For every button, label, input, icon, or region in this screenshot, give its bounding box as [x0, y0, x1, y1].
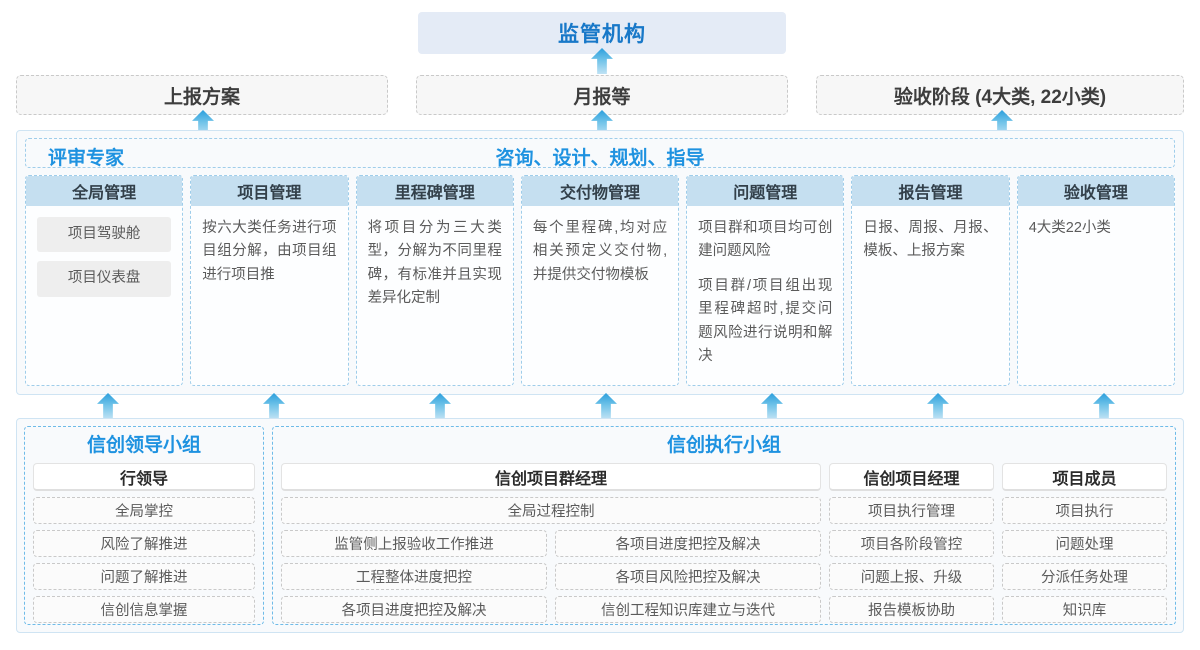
- output-box-monthly-report: 月报等: [416, 75, 788, 115]
- column-head-0: 全局管理: [26, 176, 183, 206]
- subcol-project-manager: 信创项目经理 项目执行管理 项目各阶段管控 问题上报、升级 报告模板协助: [829, 463, 994, 623]
- column-milestone-management[interactable]: 里程碑管理 将项目分为三大类型，分解为不同里程碑，有标准并且实现差异化定制: [355, 175, 514, 386]
- item-pm-wide[interactable]: 全局过程控制: [281, 497, 821, 524]
- item-mgr-0[interactable]: 项目执行管理: [829, 497, 994, 524]
- item-lead-2[interactable]: 问题了解推进: [33, 563, 255, 590]
- item-lead-1[interactable]: 风险了解推进: [33, 530, 255, 557]
- arrow-up-icon-col-4: [761, 393, 783, 419]
- middle-roles-bar: 评审专家 咨询、设计、规划、指导: [25, 138, 1175, 169]
- item-pm-right-0[interactable]: 各项目进度把控及解决: [555, 530, 821, 557]
- column-text-3-0: 每个里程碑,均对应相关预定义交付物,并提供交付物模板: [532, 220, 668, 283]
- group-title-leadership: 信创领导小组: [86, 435, 201, 456]
- column-body-3: 每个里程碑,均对应相关预定义交付物,并提供交付物模板: [522, 206, 678, 385]
- middle-panel: 评审专家 咨询、设计、规划、指导 全局管理 项目驾驶舱 项目仪表盘 项目管理 按…: [16, 130, 1184, 395]
- column-text-4-1: 项目群/项目组出现里程碑超时,提交问题风险进行说明和解决: [698, 277, 833, 365]
- subcol-program-manager: 信创项目群经理 全局过程控制 监管侧上报验收工作推进 工程整体进度把控 各项目进…: [281, 463, 821, 623]
- management-columns: 全局管理 项目驾驶舱 项目仪表盘 项目管理 按六大类任务进行项目组分解，由项目组…: [25, 175, 1175, 386]
- program-manager-split: 监管侧上报验收工作推进 工程整体进度把控 各项目进度把控及解决 各项目进度把控及…: [281, 530, 821, 623]
- column-body-6: 4大类22小类: [1018, 206, 1174, 385]
- item-pm-left-0[interactable]: 监管侧上报验收工作推进: [281, 530, 547, 557]
- column-deliverable-management[interactable]: 交付物管理 每个里程碑,均对应相关预定义交付物,并提供交付物模板: [520, 175, 680, 386]
- role-review-expert: 评审专家: [48, 148, 125, 169]
- item-mgr-3[interactable]: 报告模板协助: [829, 596, 994, 623]
- arrow-up-icon-col-2: [429, 393, 451, 419]
- arrow-up-icon-col-3: [595, 393, 617, 419]
- column-text-4-0: 项目群和项目均可创建问题风险: [698, 220, 833, 260]
- item-mgr-1[interactable]: 项目各阶段管控: [829, 530, 994, 557]
- column-body-2: 将项目分为三大类型，分解为不同里程碑，有标准并且实现差异化定制: [357, 206, 513, 385]
- column-head-3: 交付物管理: [521, 176, 679, 206]
- item-mgr-2[interactable]: 问题上报、升级: [829, 563, 994, 590]
- column-text-5-0: 日报、周报、月报、模板、上报方案: [863, 220, 998, 260]
- column-head-5: 报告管理: [852, 176, 1009, 206]
- column-head-1: 项目管理: [191, 176, 348, 206]
- subcol-bank-leader: 行领导 全局掌控 风险了解推进 问题了解推进 信创信息掌握: [33, 463, 255, 623]
- arrow-up-icon-col-6: [1093, 393, 1115, 419]
- regulator-title-box: 监管机构: [418, 12, 786, 54]
- regulator-title-text: 监管机构: [558, 23, 646, 46]
- column-body-1: 按六大类任务进行项目组分解，由项目组进行项目推: [191, 206, 347, 385]
- column-head-4: 问题管理: [687, 176, 844, 206]
- item-lead-0[interactable]: 全局掌控: [33, 497, 255, 524]
- subcol-project-member: 项目成员 项目执行 问题处理 分派任务处理 知识库: [1002, 463, 1167, 623]
- output-label-2: 验收阶段 (4大类, 22小类): [893, 86, 1107, 108]
- column-head-2: 里程碑管理: [356, 176, 513, 206]
- arrow-up-icon-col-5: [927, 393, 949, 419]
- bottom-panel: 信创领导小组 行领导 全局掌控 风险了解推进 问题了解推进 信创信息掌握 信创执…: [16, 418, 1184, 633]
- group-leadership[interactable]: 信创领导小组 行领导 全局掌控 风险了解推进 问题了解推进 信创信息掌握: [24, 426, 264, 625]
- item-pm-right-2[interactable]: 信创工程知识库建立与迭代: [555, 596, 821, 623]
- subhead-program-manager: 信创项目群经理: [281, 463, 821, 491]
- role-consulting-design: 咨询、设计、规划、指导: [495, 148, 705, 169]
- item-pm-left-2[interactable]: 各项目进度把控及解决: [281, 596, 547, 623]
- subhead-project-member: 项目成员: [1002, 463, 1167, 491]
- pill-project-dashboard[interactable]: 项目仪表盘: [37, 261, 172, 297]
- column-issue-management[interactable]: 问题管理 项目群和项目均可创建问题风险 项目群/项目组出现里程碑超时,提交问题风…: [686, 175, 845, 386]
- subhead-bank-leader: 行领导: [33, 463, 255, 491]
- output-label-0: 上报方案: [163, 86, 240, 108]
- column-global-management[interactable]: 全局管理 项目驾驶舱 项目仪表盘: [25, 175, 184, 386]
- column-head-6: 验收管理: [1017, 176, 1174, 206]
- arrow-up-icon-col-1: [263, 393, 285, 419]
- item-pm-left-1[interactable]: 工程整体进度把控: [281, 563, 547, 590]
- arrow-up-icon-col-0: [97, 393, 119, 419]
- column-text-1-0: 按六大类任务进行项目组分解，由项目组进行项目推: [202, 220, 337, 283]
- item-mem-2[interactable]: 分派任务处理: [1002, 563, 1167, 590]
- column-body-5: 日报、周报、月报、模板、上报方案: [852, 206, 1008, 385]
- item-lead-3[interactable]: 信创信息掌握: [33, 596, 255, 623]
- output-box-report-plan: 上报方案: [16, 75, 388, 115]
- item-mem-1[interactable]: 问题处理: [1002, 530, 1167, 557]
- pm-right-items: 各项目进度把控及解决 各项目风险把控及解决 信创工程知识库建立与迭代: [555, 530, 821, 623]
- group-title-execution: 信创执行小组: [666, 435, 781, 456]
- execution-subcolumns: 信创项目群经理 全局过程控制 监管侧上报验收工作推进 工程整体进度把控 各项目进…: [281, 463, 1167, 623]
- column-acceptance-management[interactable]: 验收管理 4大类22小类: [1016, 175, 1175, 386]
- item-mem-3[interactable]: 知识库: [1002, 596, 1167, 623]
- column-body-0: 项目驾驶舱 项目仪表盘: [26, 206, 182, 385]
- pm-left-items: 监管侧上报验收工作推进 工程整体进度把控 各项目进度把控及解决: [281, 530, 547, 623]
- column-body-4: 项目群和项目均可创建问题风险 项目群/项目组出现里程碑超时,提交问题风险进行说明…: [687, 206, 843, 385]
- column-project-management[interactable]: 项目管理 按六大类任务进行项目组分解，由项目组进行项目推: [190, 175, 349, 386]
- column-text-6-0: 4大类22小类: [1028, 220, 1111, 236]
- output-label-1: 月报等: [573, 86, 631, 108]
- column-report-management[interactable]: 报告管理 日报、周报、月报、模板、上报方案: [851, 175, 1010, 386]
- group-execution[interactable]: 信创执行小组 信创项目群经理 全局过程控制 监管侧上报验收工作推进 工程整体进度…: [272, 426, 1176, 625]
- output-box-acceptance-stage: 验收阶段 (4大类, 22小类): [816, 75, 1184, 115]
- item-mem-0[interactable]: 项目执行: [1002, 497, 1167, 524]
- pill-project-cockpit[interactable]: 项目驾驶舱: [37, 217, 172, 253]
- item-pm-right-1[interactable]: 各项目风险把控及解决: [555, 563, 821, 590]
- column-text-2-0: 将项目分为三大类型，分解为不同里程碑，有标准并且实现差异化定制: [367, 220, 502, 307]
- subhead-project-manager: 信创项目经理: [829, 463, 994, 491]
